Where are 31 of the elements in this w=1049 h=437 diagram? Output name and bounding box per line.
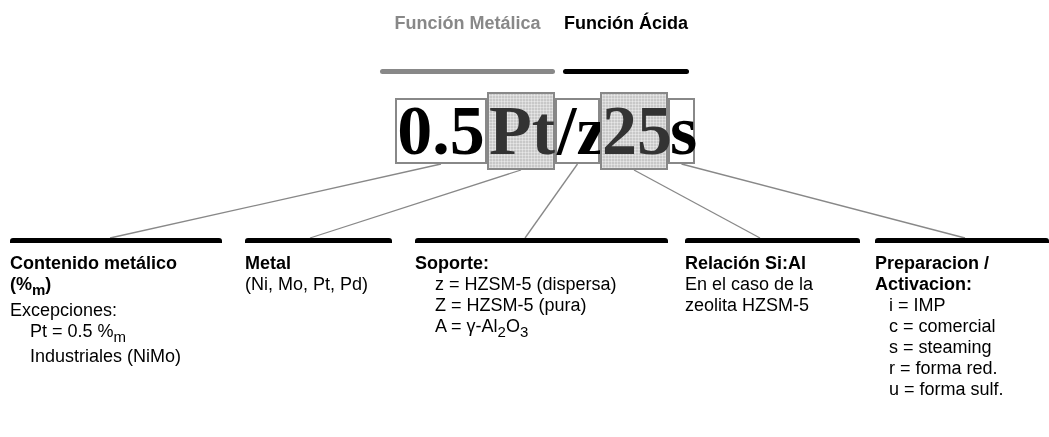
block-text: Excepciones:: [10, 299, 119, 321]
block-text: c = comercial: [888, 316, 997, 337]
block-text: Industriales (NiMo): [29, 346, 183, 368]
highlighted-code-segment: Pt: [487, 92, 555, 170]
block-text: s = steaming: [888, 337, 993, 358]
code-segment: s: [668, 98, 695, 164]
highlighted-code-segment: 25: [600, 92, 668, 170]
acid-function-label: Función Ácida: [563, 12, 689, 34]
block-text: u = forma sulf.: [888, 379, 1005, 400]
connector-line: [309, 169, 522, 239]
content-block: [10, 238, 222, 368]
block-heading: Preparacion / Activacion:: [875, 253, 991, 295]
block-heading: Contenido metálico (%$_{m}$): [10, 253, 178, 300]
metal-block: [245, 238, 392, 295]
connector-line: [633, 169, 761, 239]
connector-line: [109, 163, 442, 239]
block-text: z = HZSM-5 (dispersa): [434, 274, 618, 295]
metal-function-label: Función Metálica: [393, 12, 542, 34]
block-text: A = γ-Al$_{2}$O$_{3}$: [434, 316, 530, 342]
block-text: (Ni, Mo, Pt, Pd): [245, 274, 370, 295]
block-text: En el caso de la zeolita HZSM-5: [685, 274, 815, 316]
block-heading: Metal: [245, 253, 292, 274]
block-text: Z = HZSM-5 (pura): [434, 295, 588, 316]
code-segment: 0.5: [395, 98, 487, 164]
connector-line: [680, 163, 966, 239]
block-text: r = forma red.: [888, 358, 999, 379]
block-text: i = IMP: [888, 295, 947, 316]
connector-line: [524, 163, 579, 239]
block-text: Pt = 0.5 %$_{m}$: [29, 320, 128, 347]
block-heading: Relación Si:Al: [685, 253, 808, 274]
block-heading: Soporte:: [415, 253, 490, 274]
